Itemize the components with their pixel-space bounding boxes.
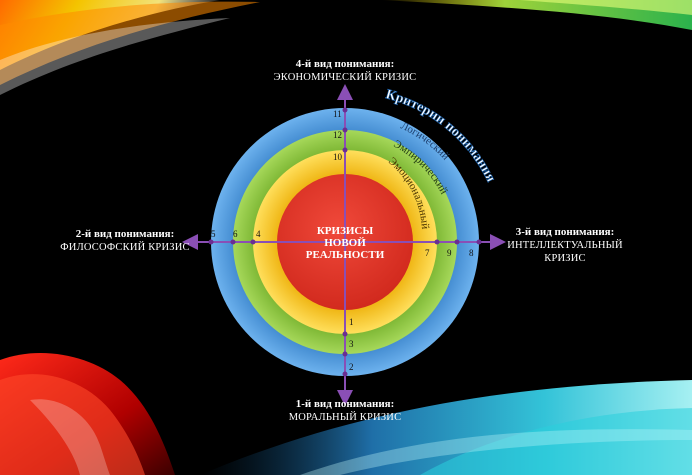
view-bottom-heading: 1-й вид понимания:: [295, 398, 395, 410]
view-label-top: 4-й вид понимания: ЭКОНОМИЧЕСКИЙ КРИЗИС: [245, 58, 445, 84]
center-title: КРИЗИСЫ НОВОЙ РЕАЛЬНОСТИ: [306, 225, 385, 261]
axis-points: [208, 107, 482, 377]
number-2: 2: [349, 362, 354, 372]
number-1: 1: [349, 317, 354, 327]
number-4: 4: [256, 229, 261, 239]
number-11: 11: [333, 109, 342, 119]
number-9: 9: [447, 248, 452, 258]
center-line-2: НОВОЙ: [324, 237, 366, 249]
view-bottom-title: МОРАЛЬНЫЙ КРИЗИС: [288, 412, 402, 423]
view-label-right: 3-й вид понимания: ИНТЕЛЛЕКТУАЛЬНЫЙ КРИЗ…: [500, 226, 630, 265]
number-5: 5: [211, 229, 216, 239]
view-left-title: ФИЛОСОФСКИЙ КРИЗИС: [60, 242, 190, 253]
decor-bottom-right-swoosh: [200, 380, 692, 475]
center-line-3: РЕАЛЬНОСТИ: [306, 249, 385, 261]
decor-top-left-swoosh: [0, 0, 260, 95]
view-left-heading: 2-й вид понимания:: [75, 228, 175, 240]
number-12: 12: [333, 130, 342, 140]
number-3: 3: [349, 339, 354, 349]
view-top-heading: 4-й вид понимания:: [295, 58, 395, 70]
view-right-heading: 3-й вид понимания:: [515, 226, 615, 238]
view-right-title-1: ИНТЕЛЛЕКТУАЛЬНЫЙ: [507, 240, 623, 251]
center-line-1: КРИЗИСЫ: [317, 225, 374, 237]
number-8: 8: [469, 248, 474, 258]
view-right-title-2: КРИЗИС: [544, 253, 586, 264]
view-top-title: ЭКОНОМИЧЕСКИЙ КРИЗИС: [273, 72, 417, 83]
decor-bottom-left-swoosh: [0, 352, 175, 475]
decor-top-right-swoosh: [380, 0, 692, 30]
view-label-left: 2-й вид понимания: ФИЛОСОФСКИЙ КРИЗИС: [55, 228, 195, 254]
view-label-bottom: 1-й вид понимания: МОРАЛЬНЫЙ КРИЗИС: [260, 398, 430, 424]
number-6: 6: [233, 229, 238, 239]
axis-numbers: 11 12 10 1 3 2 5 6 4 7 9 8: [211, 109, 474, 372]
number-7: 7: [425, 248, 430, 258]
number-10: 10: [333, 152, 343, 162]
